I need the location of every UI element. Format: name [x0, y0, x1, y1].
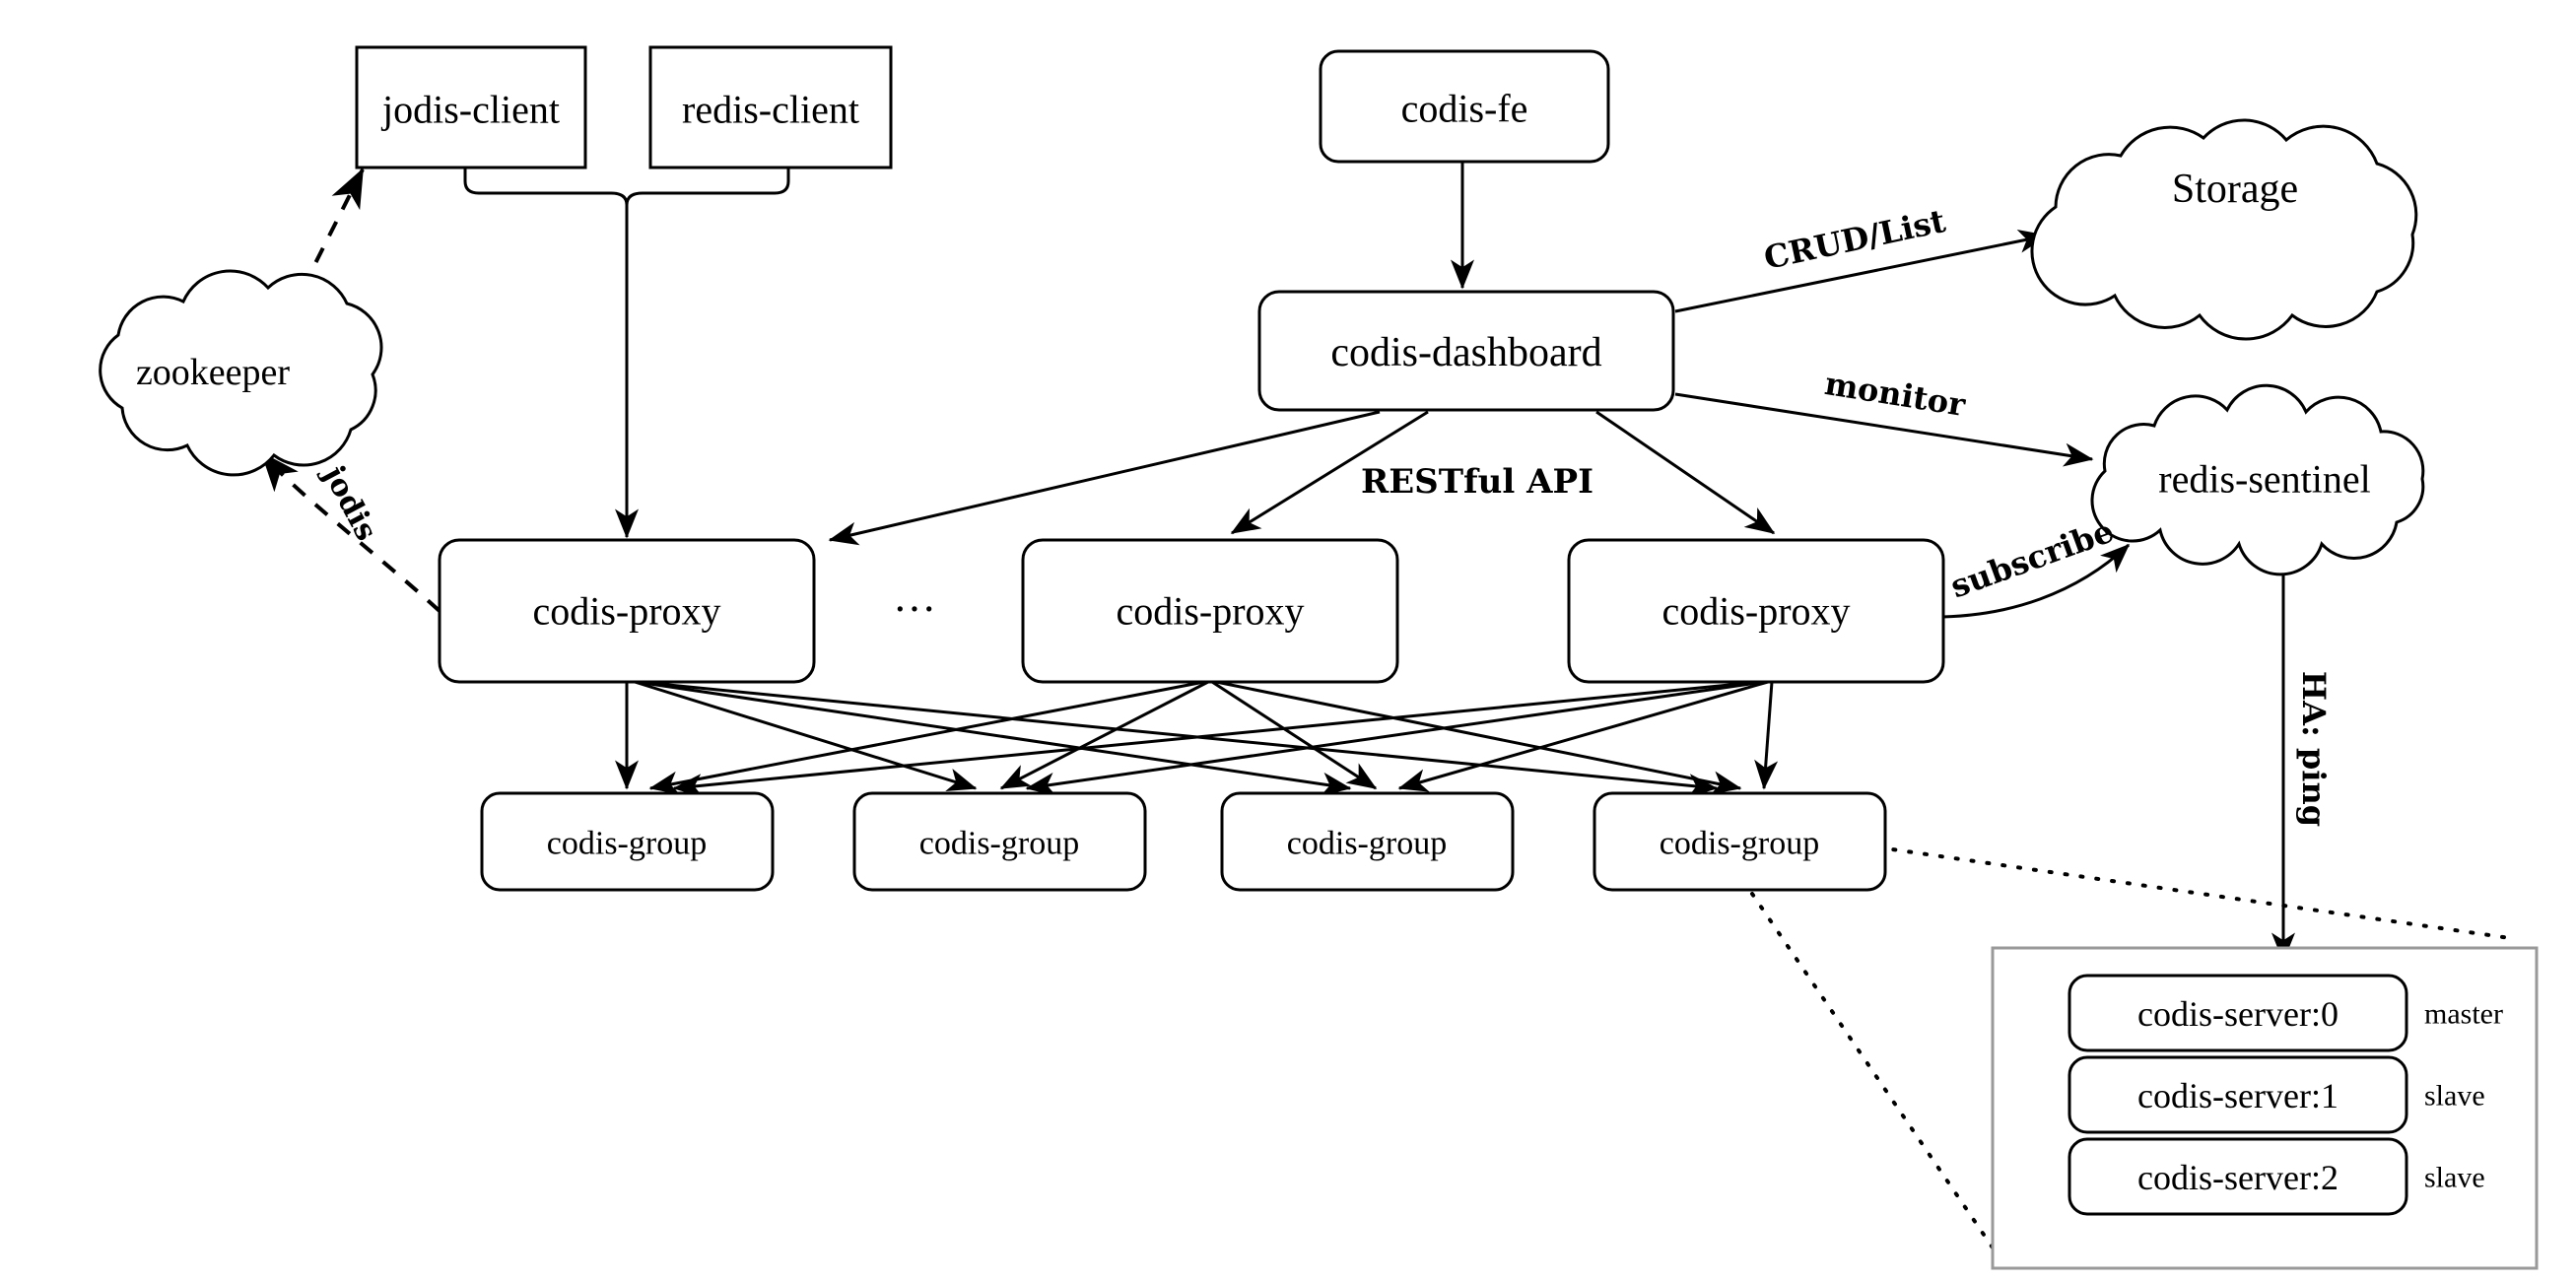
codis-fe-label: codis-fe — [1401, 87, 1528, 131]
edge-dashboard-to-proxy-3 — [1595, 410, 1776, 535]
redis-sentinel-cloud-shape — [2090, 383, 2425, 576]
node-codis-group-4[interactable]: codis-group — [1593, 791, 1887, 892]
edge-group4-panel-bottom — [1750, 892, 1999, 1255]
edge-proxy1-to-group4 — [638, 680, 1719, 798]
edge-dashboard-to-proxy-2 — [1230, 410, 1429, 535]
node-jodis-client[interactable]: jodis-client — [355, 45, 587, 169]
edge-proxy2-to-group3 — [1211, 680, 1378, 790]
codis-server-1-label: codis-server:1 — [2137, 1076, 2339, 1115]
edge-proxy2-to-group4 — [1215, 680, 1742, 795]
redis-sentinel-label: redis-sentinel — [2158, 457, 2371, 502]
edge-proxy1-to-group2 — [634, 680, 978, 791]
node-codis-dashboard[interactable]: codis-dashboard — [1257, 290, 1675, 412]
storage-cloud-shape — [2030, 118, 2418, 341]
node-codis-fe[interactable]: codis-fe — [1319, 49, 1610, 164]
edge-proxy3-to-group2 — [1025, 680, 1765, 796]
edge-proxy-to-zookeeper-jodis — [260, 451, 441, 613]
node-codis-server-0[interactable]: codis-server:0 — [2068, 974, 2408, 1052]
edge-label-restful-api: RESTful API — [1361, 462, 1593, 502]
edge-label-crud-list: CRUD/List — [1761, 202, 1949, 277]
edge-group4-panel-top — [1829, 839, 2512, 940]
node-codis-proxy-1[interactable]: codis-proxy — [438, 538, 816, 684]
edge-label-subscribe: subscribe — [1945, 512, 2118, 606]
codis-server-2-role: slave — [2424, 1162, 2485, 1194]
edge-label-ha-ping: HA: ping — [2295, 671, 2333, 827]
node-redis-sentinel[interactable]: redis-sentinel — [2090, 383, 2425, 576]
edge-label-monitor: monitor — [1822, 365, 1969, 424]
edge-dashboard-to-sentinel — [1674, 392, 2094, 467]
edge-dashboard-to-storage — [1674, 229, 2049, 313]
node-codis-proxy-3[interactable]: codis-proxy — [1567, 538, 1945, 684]
edge-proxy3-to-group1 — [672, 680, 1761, 798]
edge-proxy1-to-group3 — [636, 680, 1352, 796]
codis-server-0-label: codis-server:0 — [2137, 994, 2339, 1034]
node-codis-server-1[interactable]: codis-server:1 — [2068, 1055, 2408, 1134]
node-redis-client[interactable]: redis-client — [648, 45, 893, 169]
edge-proxy-to-sentinel-subscribe — [1924, 543, 2131, 619]
codis-server-1-role: slave — [2424, 1080, 2485, 1113]
node-codis-group-1[interactable]: codis-group — [480, 791, 775, 892]
codis-dashboard-label: codis-dashboard — [1330, 330, 1601, 375]
edge-dashboard-to-proxy-1 — [828, 410, 1381, 546]
edge-label-jodis: jodis — [314, 458, 383, 547]
node-codis-server-2[interactable]: codis-server:2 — [2068, 1137, 2408, 1216]
node-codis-group-3[interactable]: codis-group — [1220, 791, 1515, 892]
codis-group-1-label: codis-group — [547, 826, 707, 862]
redis-client-label: redis-client — [682, 88, 859, 132]
codis-group-2-label: codis-group — [919, 826, 1079, 862]
codis-proxy-2-label: codis-proxy — [1116, 589, 1304, 634]
edge-proxy2-to-group2 — [999, 680, 1209, 790]
codis-group-3-label: codis-group — [1287, 826, 1447, 862]
storage-label: Storage — [2172, 167, 2298, 212]
node-codis-proxy-2[interactable]: codis-proxy — [1021, 538, 1399, 684]
edge-proxy3-to-group3 — [1397, 680, 1769, 792]
node-zookeeper[interactable]: zookeeper — [99, 269, 383, 477]
edge-proxy3-to-group4 — [1754, 681, 1779, 790]
zookeeper-cloud-shape — [99, 269, 383, 477]
zookeeper-label: zookeeper — [136, 352, 290, 393]
jodis-client-label: jodis-client — [380, 88, 560, 132]
codis-server-panel: codis-server:0 master codis-server:1 sla… — [1991, 946, 2539, 1270]
proxy-ellipsis: ··· — [893, 585, 936, 634]
codis-server-0-role: master — [2424, 998, 2503, 1031]
codis-group-4-label: codis-group — [1660, 826, 1819, 862]
client-brace — [463, 168, 790, 206]
node-codis-group-2[interactable]: codis-group — [852, 791, 1147, 892]
codis-proxy-1-label: codis-proxy — [532, 589, 720, 634]
edge-proxy2-to-group1 — [648, 680, 1205, 795]
codis-proxy-3-label: codis-proxy — [1661, 589, 1850, 634]
codis-server-2-label: codis-server:2 — [2137, 1158, 2339, 1197]
node-storage[interactable]: Storage — [2030, 118, 2418, 341]
